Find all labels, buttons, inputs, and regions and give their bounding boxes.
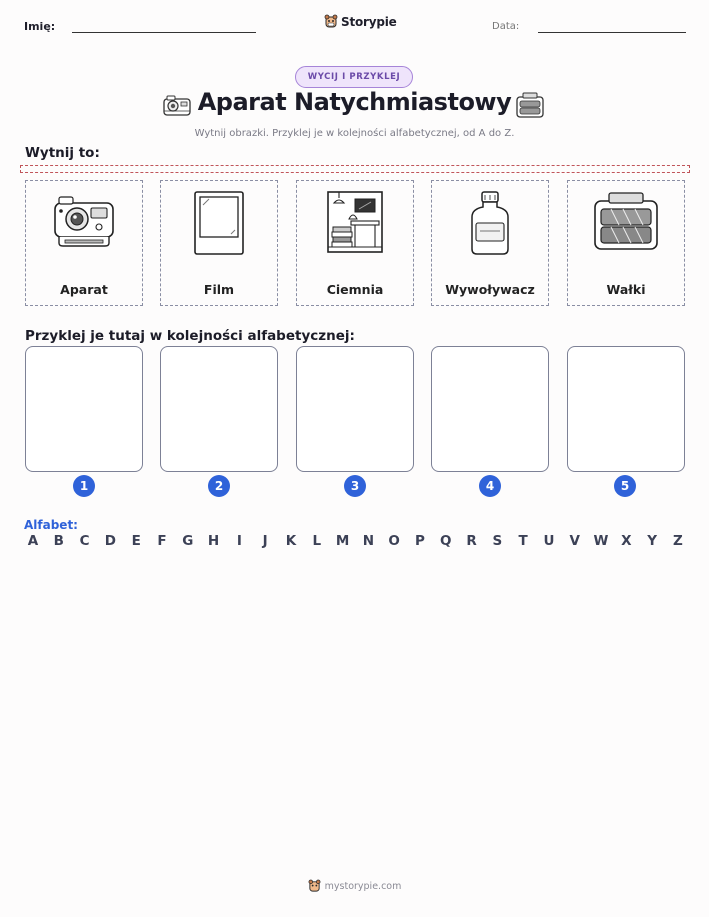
alphabet-letter: Z: [673, 533, 683, 549]
alphabet-letter: L: [312, 533, 322, 549]
alphabet-letter: M: [335, 533, 350, 549]
paste-slot-4[interactable]: [431, 346, 549, 472]
cut-card-wywolywacz[interactable]: Wywoływacz: [431, 180, 549, 306]
alphabet-letter: F: [157, 533, 167, 549]
card-label: Film: [203, 282, 235, 297]
name-label: Imię:: [24, 20, 56, 33]
darkroom-icon: [327, 191, 383, 253]
paste-slot-5[interactable]: [567, 346, 685, 472]
cut-card-film[interactable]: Film: [160, 180, 278, 306]
brand-name: Storypie: [341, 14, 397, 29]
alphabet-letter: D: [104, 533, 116, 549]
storypie-mascot-icon: [308, 879, 321, 892]
cut-card-ciemnia[interactable]: Ciemnia: [296, 180, 414, 306]
card-label: Wałki: [606, 282, 646, 297]
paste-slot-1[interactable]: [25, 346, 143, 472]
card-label: Wywoływacz: [445, 282, 535, 297]
alphabet-letter: C: [79, 533, 90, 549]
cut-section-label: Wytnij to:: [25, 145, 100, 161]
instant-film-icon: [194, 191, 244, 255]
alphabet-letter: S: [492, 533, 503, 549]
cut-line: [20, 165, 690, 173]
instant-camera-icon: [54, 196, 114, 247]
developer-bottle-icon: [471, 191, 509, 255]
date-label: Data:: [492, 21, 520, 32]
paste-slot-2[interactable]: [160, 346, 278, 472]
alphabet-letter: J: [262, 533, 268, 549]
rollers-icon: [594, 192, 658, 250]
slot-number-5: 5: [614, 475, 636, 497]
footer: mystorypie.com: [0, 879, 709, 893]
alphabet-row: A B C D E F G H I J K L M N O P Q R S T …: [26, 533, 685, 549]
name-line[interactable]: [72, 32, 256, 33]
brand-logo: Storypie: [324, 14, 397, 29]
footer-url: mystorypie.com: [324, 880, 402, 892]
cut-card-walki[interactable]: Wałki: [567, 180, 685, 306]
paste-slot-3[interactable]: [296, 346, 414, 472]
alphabet-letter: V: [569, 533, 580, 549]
alphabet-letter: N: [362, 533, 375, 549]
slot-number-2: 2: [208, 475, 230, 497]
rollers-icon: [516, 92, 544, 118]
storypie-mascot-icon: [324, 14, 338, 28]
alphabet-letter: A: [27, 533, 39, 549]
alphabet-letter: G: [182, 533, 194, 549]
alphabet-letter: H: [207, 533, 220, 549]
alphabet-letter: P: [415, 533, 425, 549]
alphabet-letter: Y: [647, 533, 658, 549]
card-label: Ciemnia: [326, 282, 384, 297]
alphabet-letter: W: [593, 533, 609, 549]
alphabet-letter: I: [236, 533, 242, 549]
alphabet-letter: Q: [440, 533, 452, 549]
page-title: Aparat Natychmiastowy: [197, 88, 512, 116]
paste-section-label: Przyklej je tutaj w kolejności alfabetyc…: [25, 328, 355, 344]
alphabet-letter: E: [131, 533, 141, 549]
activity-badge: WYCIJ I PRZYKLEJ: [295, 66, 413, 88]
instant-camera-icon: [163, 95, 191, 116]
alphabet-letter: R: [466, 533, 477, 549]
alphabet-letter: U: [543, 533, 555, 549]
alphabet-letter: T: [518, 533, 528, 549]
slot-number-1: 1: [73, 475, 95, 497]
alphabet-label: Alfabet:: [24, 518, 78, 532]
alphabet-letter: B: [53, 533, 64, 549]
alphabet-letter: K: [285, 533, 297, 549]
alphabet-letter: X: [621, 533, 632, 549]
card-label: Aparat: [60, 282, 108, 297]
slot-number-4: 4: [479, 475, 501, 497]
cut-card-aparat[interactable]: Aparat: [25, 180, 143, 306]
alphabet-letter: O: [388, 533, 400, 549]
slot-number-3: 3: [344, 475, 366, 497]
instructions: Wytnij obrazki. Przyklej je w kolejności…: [194, 128, 515, 139]
date-line[interactable]: [538, 32, 686, 33]
